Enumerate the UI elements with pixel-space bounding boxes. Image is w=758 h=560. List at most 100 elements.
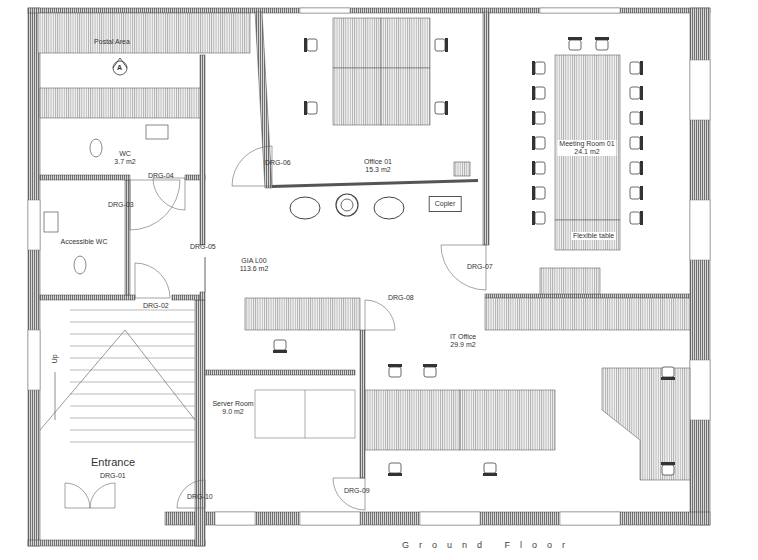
wall — [28, 8, 40, 546]
wall — [165, 512, 710, 525]
label: DRG-01 — [100, 472, 126, 480]
room-name: Entrance — [91, 456, 135, 469]
label: DRG-07 — [467, 263, 493, 271]
basin — [146, 125, 168, 139]
chair — [630, 112, 640, 124]
stair-tread — [70, 442, 195, 443]
chair — [596, 40, 608, 50]
section-marker-label: A — [117, 64, 122, 72]
chair — [630, 162, 640, 174]
wall — [125, 180, 130, 295]
room-label: Postal Area — [94, 38, 130, 46]
chair — [662, 465, 674, 475]
chair — [630, 87, 640, 99]
chair — [568, 37, 582, 50]
window — [690, 360, 710, 420]
chair — [662, 367, 674, 377]
caption: Ground Floor — [402, 541, 575, 551]
label: DRG-04 — [148, 172, 174, 180]
chair — [661, 367, 675, 380]
chair — [423, 364, 437, 377]
room-area: 9.0 m2 — [212, 408, 253, 416]
chair — [640, 61, 643, 75]
chair — [630, 86, 643, 100]
window — [300, 512, 360, 525]
chair — [630, 136, 643, 150]
room: WC3.7 m2 — [40, 55, 200, 175]
stair-direction: Up — [51, 354, 59, 363]
chair — [568, 37, 582, 40]
chair — [532, 211, 535, 225]
chair — [535, 87, 545, 99]
room-label: Copier — [429, 196, 462, 212]
window — [215, 512, 255, 525]
chair — [640, 86, 643, 100]
chair — [535, 137, 545, 149]
wall — [172, 295, 200, 300]
walls — [28, 8, 710, 546]
wall — [483, 12, 489, 245]
counter — [40, 88, 200, 118]
room-label: Entrance — [91, 456, 135, 469]
window — [420, 512, 480, 525]
chair — [630, 212, 640, 224]
label: DRG-08 — [386, 294, 416, 302]
room-label: Meeting Room 0124.1 m2 — [557, 140, 616, 156]
desk — [333, 18, 381, 68]
chair — [630, 161, 643, 175]
wall — [272, 179, 478, 188]
room-area: 15.3 m2 — [364, 166, 392, 174]
round-table — [336, 194, 358, 216]
chair — [630, 62, 640, 74]
stair-tread — [70, 310, 195, 311]
chair — [640, 136, 643, 150]
door-swing — [130, 180, 180, 230]
label: Flexible table — [571, 232, 616, 240]
room-label: WC3.7 m2 — [114, 150, 135, 166]
counter — [485, 298, 690, 330]
stair-arrow — [55, 372, 56, 420]
toilet — [74, 256, 86, 274]
flexible-table — [555, 220, 620, 250]
stair-tread — [70, 394, 195, 395]
chair — [532, 61, 535, 75]
chair — [569, 40, 581, 50]
label: DRG-02 — [143, 302, 169, 310]
room-name: Copier — [435, 200, 456, 208]
door-swing — [65, 483, 90, 508]
room-name: Server Room — [212, 400, 253, 408]
chair — [304, 101, 317, 115]
window — [300, 8, 350, 13]
label: DRG-03 — [108, 201, 134, 209]
chair — [535, 212, 545, 224]
chair — [640, 186, 643, 200]
window — [28, 330, 40, 390]
meeting-table — [555, 55, 620, 220]
chair — [595, 37, 609, 50]
chair — [532, 136, 535, 150]
room-name: Office 01 — [364, 158, 392, 166]
wall — [28, 540, 205, 546]
room-name: Postal Area — [94, 38, 130, 46]
round-table — [341, 199, 353, 211]
chair — [424, 367, 436, 377]
chair — [445, 101, 448, 115]
chair — [532, 86, 545, 100]
stair-tread — [70, 346, 195, 347]
windows — [28, 8, 710, 525]
basin — [44, 212, 58, 232]
room: Meeting Room 0124.1 m2 — [489, 13, 690, 294]
chair — [435, 102, 445, 114]
room: Accessible WC — [40, 180, 125, 295]
stair-tread — [70, 382, 195, 383]
stairs — [40, 310, 195, 442]
chair — [630, 111, 643, 125]
chair — [273, 340, 287, 353]
window — [560, 512, 620, 525]
toilet — [90, 139, 102, 157]
chair — [274, 340, 286, 350]
wall — [205, 370, 355, 375]
room-name: GIA L00 — [240, 257, 269, 265]
wall — [195, 300, 205, 546]
wall — [485, 294, 690, 298]
